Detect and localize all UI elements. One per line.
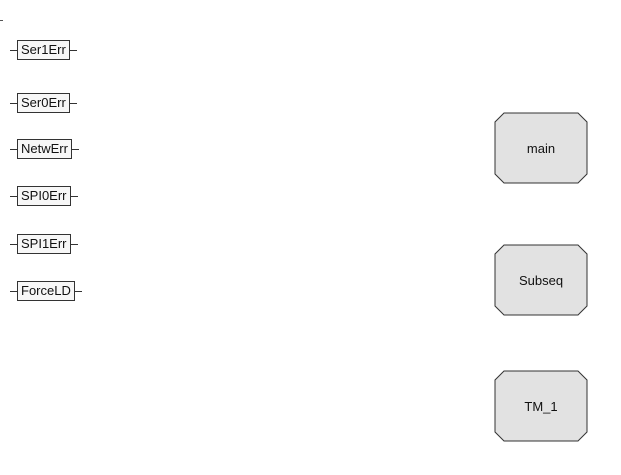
signal-forceld[interactable]: ForceLD xyxy=(10,281,82,301)
signal-stub-right xyxy=(71,148,79,150)
signal-stub-right xyxy=(70,243,78,245)
block-shape xyxy=(494,244,588,316)
signal-stub-right xyxy=(70,195,78,197)
block-label: TM_1 xyxy=(524,398,558,414)
corner-mark xyxy=(0,20,3,21)
signal-stub-left xyxy=(10,195,17,197)
signal-label: Ser1Err xyxy=(17,40,70,60)
signal-stub-left xyxy=(10,148,17,150)
block-label: Subseq xyxy=(518,272,564,288)
block-shape xyxy=(494,370,588,442)
signal-stub-left xyxy=(10,49,17,51)
signal-label: SPI1Err xyxy=(17,234,71,254)
signal-stub-right xyxy=(69,102,77,104)
block-shape xyxy=(494,112,588,184)
signal-stub-right xyxy=(69,49,77,51)
signal-label: Ser0Err xyxy=(17,93,70,113)
block-label: main xyxy=(526,140,556,156)
signal-netwerr[interactable]: NetwErr xyxy=(10,139,79,159)
signal-stub-right xyxy=(74,290,82,292)
signal-ser1err[interactable]: Ser1Err xyxy=(10,40,77,60)
signal-stub-left xyxy=(10,102,17,104)
block-main[interactable]: main xyxy=(494,112,588,184)
signal-spi0err[interactable]: SPI0Err xyxy=(10,186,78,206)
signal-label: ForceLD xyxy=(17,281,75,301)
signal-label: NetwErr xyxy=(17,139,72,159)
block-tm-1[interactable]: TM_1 xyxy=(494,370,588,442)
signal-stub-left xyxy=(10,243,17,245)
signal-ser0err[interactable]: Ser0Err xyxy=(10,93,77,113)
signal-label: SPI0Err xyxy=(17,186,71,206)
signal-spi1err[interactable]: SPI1Err xyxy=(10,234,78,254)
block-subseq[interactable]: Subseq xyxy=(494,244,588,316)
signal-stub-left xyxy=(10,290,17,292)
